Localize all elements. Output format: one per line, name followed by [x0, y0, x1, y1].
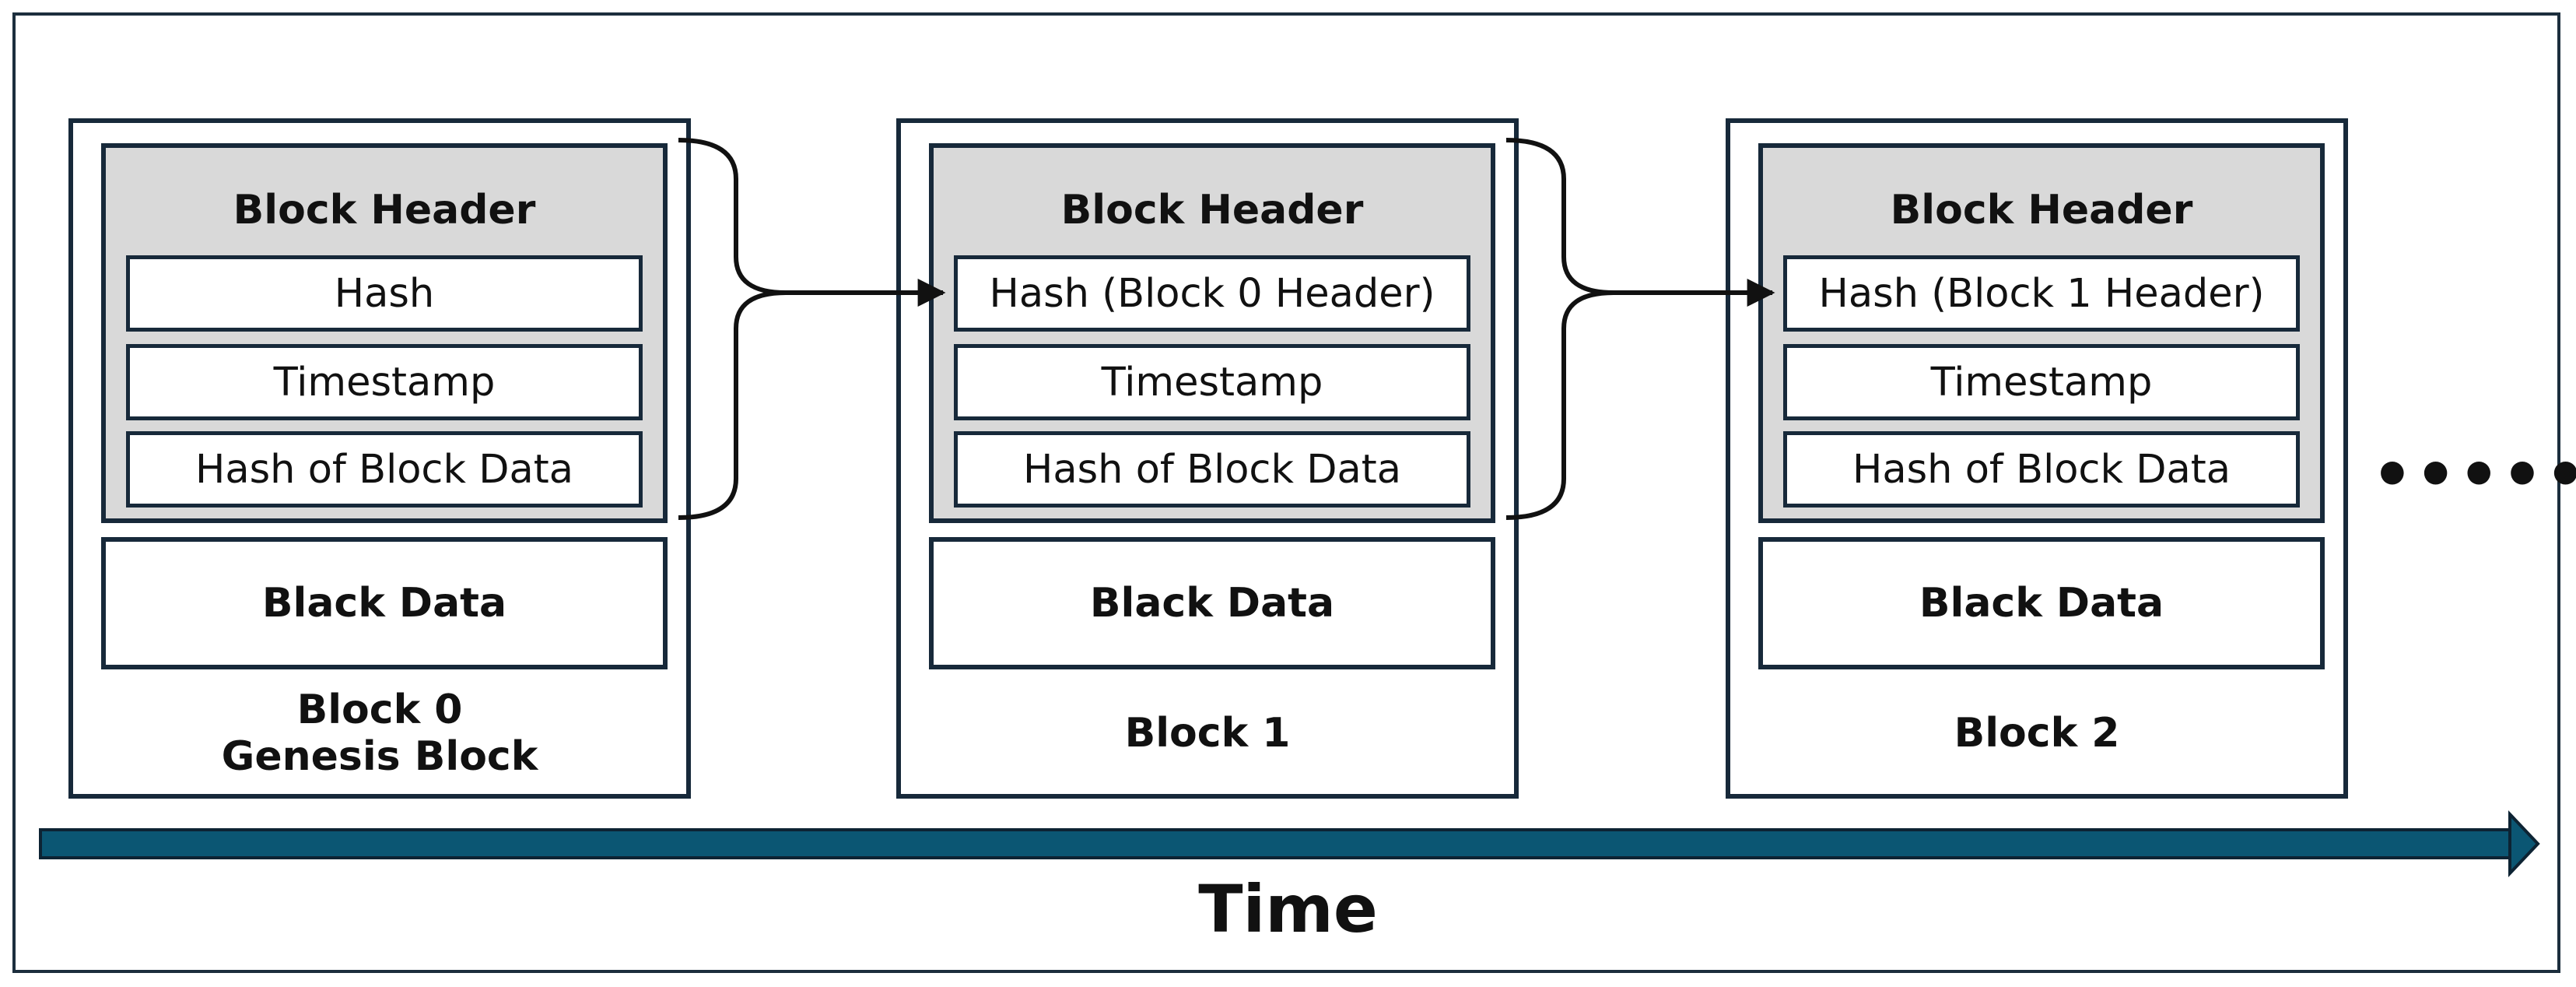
block-1: Block Header Hash (Block 0 Header) Times… [896, 118, 1519, 799]
data-hash-field: Hash of Block Data [954, 431, 1470, 508]
block-label: Block 1 [901, 687, 1514, 780]
timeline-arrow [39, 810, 2540, 878]
block-header-title: Block Header [233, 187, 536, 234]
block-label-line-1: Block 1 [1124, 710, 1291, 757]
time-axis-label: Time [1198, 871, 1378, 947]
continuation-ellipsis: ••••••• [2371, 437, 2576, 513]
block-label: Block 0 Genesis Block [73, 687, 686, 780]
block-label: Block 2 [1730, 687, 2343, 780]
block-data: Black Data [929, 537, 1495, 669]
block-data: Black Data [101, 537, 668, 669]
timestamp-field: Timestamp [954, 344, 1470, 420]
data-hash-field: Hash of Block Data [126, 431, 643, 508]
block-header: Block Header Hash (Block 1 Header) Times… [1758, 143, 2325, 523]
timestamp-field: Timestamp [126, 344, 643, 420]
hash-field: Hash (Block 1 Header) [1783, 255, 2300, 332]
header-brace-1 [1505, 138, 1614, 520]
hash-field: Hash (Block 0 Header) [954, 255, 1470, 332]
block-0: Block Header Hash Timestamp Hash of Bloc… [68, 118, 691, 799]
block-label-line-1: Block 2 [1954, 710, 2120, 757]
block-label-line-2: Genesis Block [221, 733, 538, 780]
block-header-title: Block Header [1060, 187, 1364, 234]
block-data: Black Data [1758, 537, 2325, 669]
data-hash-field: Hash of Block Data [1783, 431, 2300, 508]
block-header-title: Block Header [1890, 187, 2193, 234]
block-header: Block Header Hash Timestamp Hash of Bloc… [101, 143, 668, 523]
diagram-frame [12, 12, 2560, 973]
header-brace-0 [678, 138, 787, 520]
block-label-line-1: Block 0 [296, 687, 463, 733]
block-2: Block Header Hash (Block 1 Header) Times… [1726, 118, 2348, 799]
block-header: Block Header Hash (Block 0 Header) Times… [929, 143, 1495, 523]
timestamp-field: Timestamp [1783, 344, 2300, 420]
hash-field: Hash [126, 255, 643, 332]
